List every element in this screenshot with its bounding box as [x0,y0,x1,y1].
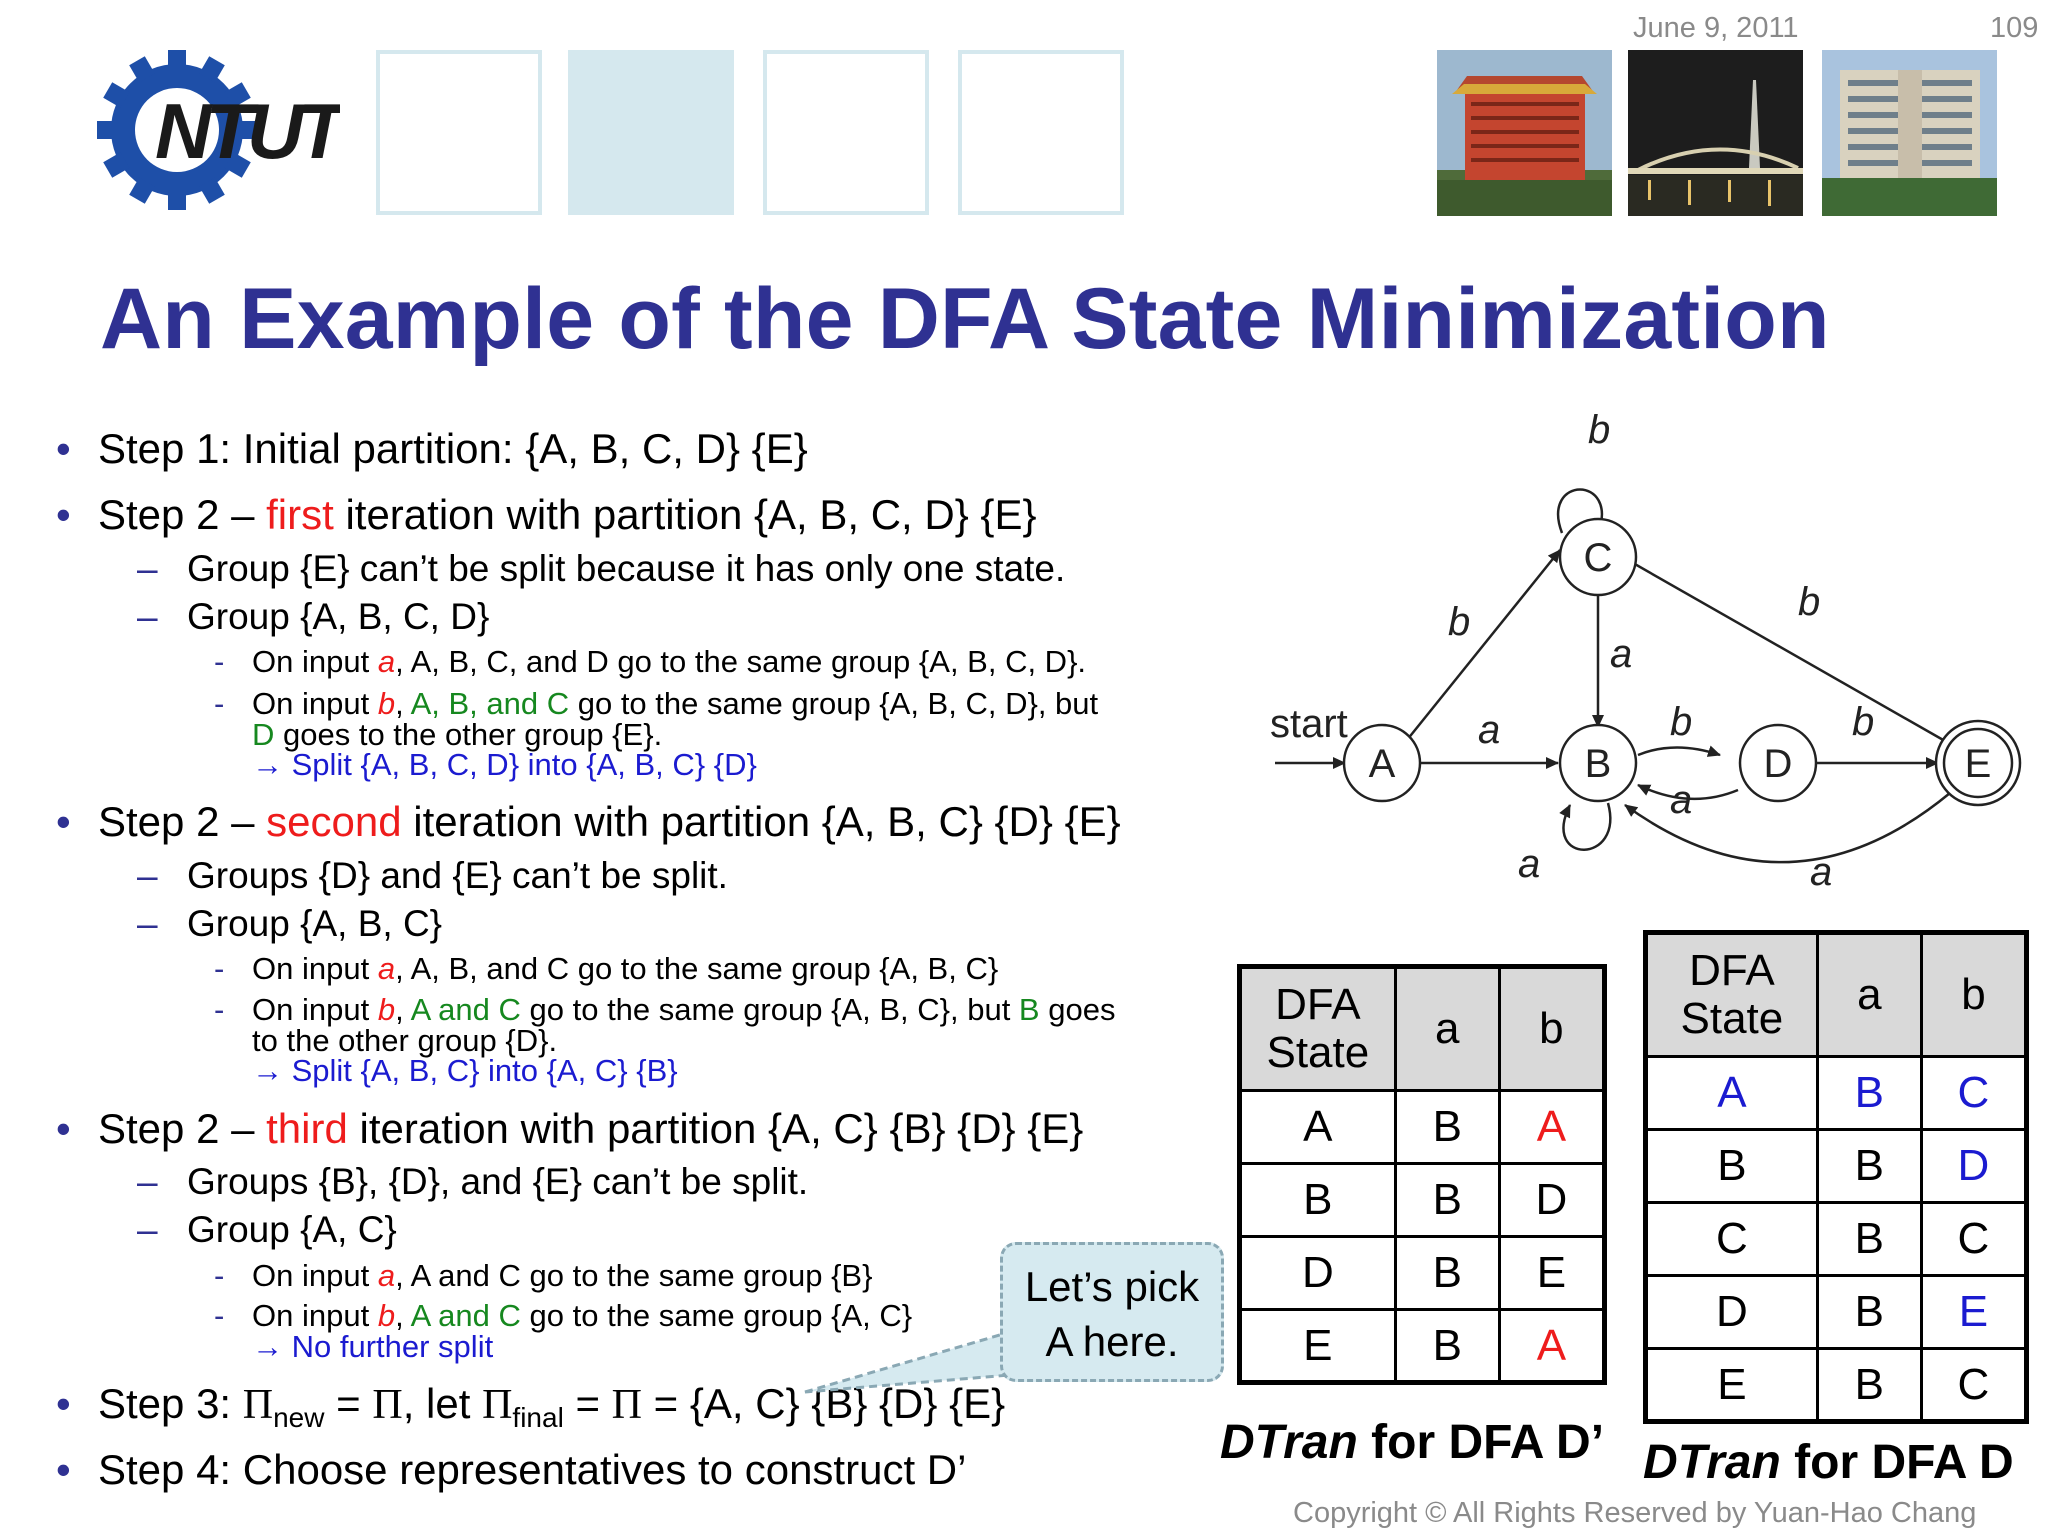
sub-item: –Group {A, B, C, D} [137,596,490,637]
sub-item: –Group {A, B, C} [137,903,443,944]
state-label-A: A [1369,742,1396,786]
subsub-item: -On input a, A, B, C, and D go to the sa… [214,644,1087,679]
subsub-item: -On input a, A and C go to the same grou… [214,1258,873,1293]
header-b: b [1919,931,2029,1058]
bullet-step1: • Step 1: Initial partition: {A, B, C, D… [56,425,808,472]
header-a: a [1393,965,1501,1092]
state-C [1558,517,1638,597]
state-label-B: B [1585,742,1612,786]
edge-E-C [1611,549,1953,747]
edge-B-loop [1559,802,1612,851]
split-result: → Split {A, B, C} into {A, C} {B} [252,1053,678,1088]
label-A-B: a [1478,708,1500,752]
state-label-C: C [1584,536,1613,580]
label-E-C: b [1798,580,1820,624]
edge-B-D [1637,745,1721,757]
state-label-E: E [1965,742,1992,786]
table-header: DFA State a b [1238,965,1607,1092]
sub-item: –Groups {D} and {E} can’t be split. [137,855,728,896]
bullet-dot: • [56,425,71,472]
callout-pointer [804,1329,1012,1394]
state-D [1738,723,1818,803]
split-result: → Split {A, B, C, D} into {A, B, C} {D} [252,747,757,782]
sub-item: –Groups {B}, {D}, and {E} can’t be split… [137,1161,809,1202]
ntut-logo: NTUT [95,48,357,213]
bullet-dot: • [56,798,71,845]
state-label-D: D [1764,742,1793,786]
header-b: b [1497,965,1607,1092]
table-header: DFA State a b [1644,931,2029,1058]
svg-text:NTUT: NTUT [155,87,340,175]
slide-date: June 9, 2011 [1633,12,1799,44]
bullet-step2-first: • Step 2 – first iteration with partitio… [56,491,1037,538]
photo-night-bridge [1628,50,1803,216]
bullet-step2-second: • Step 2 – second iteration with partiti… [56,798,1121,845]
label-A-C: b [1448,600,1470,644]
label-B-D: b [1670,700,1692,744]
edge-E-B [1624,792,1951,864]
slide-title: An Example of the DFA State Minimization [100,271,1830,367]
subsub-item: -On input a, A, B, and C go to the same … [214,951,999,986]
state-B [1558,723,1638,803]
state-E-inner [1942,727,2014,799]
label-D-B: a [1670,778,1692,822]
photo-campus-building [1822,50,1997,216]
header-deco-box-2 [568,50,734,215]
header-dfa-state: DFA State [1238,965,1397,1092]
label-B-loop: a [1518,842,1540,886]
copyright: Copyright © All Rights Reserved by Yuan-… [1293,1497,1977,1529]
sub-item: –Group {E} can’t be split because it has… [137,548,1066,589]
start-label: start [1270,702,1348,746]
subsub-item: -On input b, A, B, and C go to the same … [214,686,1099,752]
label-C-B: a [1610,632,1632,676]
header-deco-box-4 [958,50,1124,215]
bullet-dot: • [56,491,71,538]
edge-C-loop [1556,488,1608,534]
split-result: → No further split [252,1329,494,1364]
page-number: 109 [1990,12,2039,44]
header-deco-box-3 [763,50,929,215]
bullet-dot: • [56,1380,71,1427]
bullet-step3: • Step 3: Πnew = Π, let Πfinal = Π = {A,… [56,1380,1006,1433]
state-A [1342,723,1422,803]
subsub-item: -On input b, A and C go to the same grou… [214,992,1116,1058]
edge-D-B [1637,783,1739,801]
dfa-diagram: C A B D E start b b b a a b a b a a [1270,408,2022,894]
header-a: a [1815,931,1923,1058]
bullet-step4: • Step 4: Choose representatives to cons… [56,1446,967,1493]
bullet-step2-third: • Step 2 – third iteration with partitio… [56,1105,1084,1152]
label-C-loop: b [1588,408,1610,452]
caption-original: DTran for DFA D [1643,1436,2014,1489]
subsub-item: -On input b, A and C go to the same grou… [214,1298,913,1333]
bullet-dot: • [56,1446,71,1493]
photo-grand-hotel [1437,50,1612,216]
caption-minimized: DTran for DFA D’ [1220,1416,1605,1469]
sub-item: –Group {A, C} [137,1209,397,1250]
header-dfa-state: DFA State [1644,931,1819,1058]
label-E-B: a [1810,850,1832,894]
label-D-E: b [1852,700,1874,744]
edge-A-C [1406,549,1561,741]
bullet-dot: • [56,1105,71,1152]
header-deco-box-1 [376,50,542,215]
